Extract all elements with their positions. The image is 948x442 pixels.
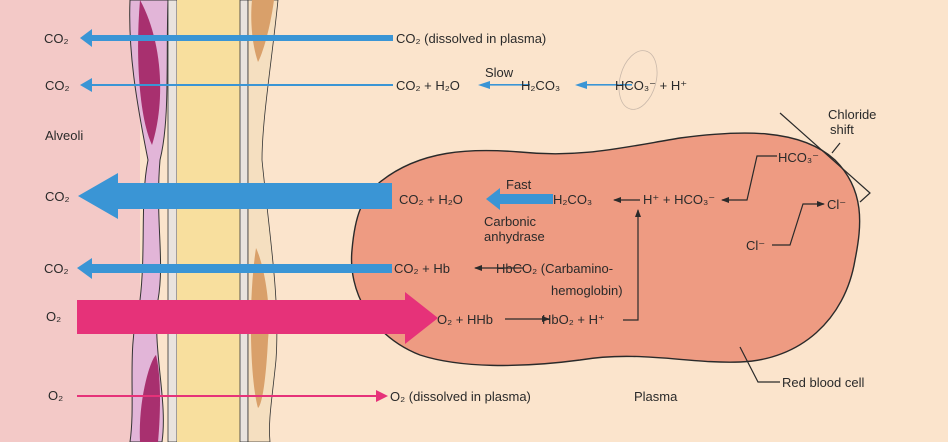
red-blood-cell-shape: [350, 132, 861, 367]
chloride-entry-line: [772, 201, 825, 246]
endothelial-nucleus: [251, 0, 274, 62]
label-o2-1: O₂: [46, 309, 61, 324]
plasma-label: Plasma: [634, 389, 678, 404]
alveolar-cell-nucleus: [139, 355, 160, 442]
slow-products-text: CO₂ + H₂O: [396, 78, 460, 93]
carbamino-reactant-line2: hemoglobin): [551, 283, 623, 298]
label-co2-3: CO₂: [45, 189, 70, 204]
red-blood-cell-label: Red blood cell: [782, 375, 864, 390]
oxyhemoglobin-reactants-text: O₂ + HHb: [437, 312, 493, 327]
o2-hemoglobin-big-arrow: [77, 292, 438, 344]
o2-dissolved-arrow: [77, 390, 388, 402]
co2-dissolved-arrow: [80, 29, 393, 47]
oxyhemoglobin-products-text: HbO₂ + H⁺: [542, 312, 605, 327]
basement-membrane: [167, 0, 178, 442]
co2-slow-arrow: [80, 78, 393, 92]
chloride-shift-label-line2: shift: [830, 122, 854, 137]
enzyme-label-line2: anhydrase: [484, 229, 545, 244]
fast-products-text: CO₂ + H₂O: [399, 192, 463, 207]
carbamino-reactant-text: HbCO₂ (Carbamino-: [496, 261, 613, 276]
chloride-shift-label-line1: Chloride: [828, 107, 876, 122]
o2-dissolved-text: O₂ (dissolved in plasma): [390, 389, 531, 404]
fast-reaction-arrow: [486, 188, 553, 210]
chloride-shift-bracket: [779, 112, 871, 203]
fast-h2co3-text: H₂CO₃: [553, 192, 592, 207]
label-co2-1: CO₂: [44, 31, 69, 46]
chloride-shift-tick: [831, 142, 841, 154]
pencil-scribble: [618, 50, 658, 110]
carbamino-products-text: CO₂ + Hb: [394, 261, 450, 276]
cl-out-text: Cl⁻: [827, 197, 846, 212]
interstitial-space: [177, 0, 240, 442]
rbc-leader-line: [739, 346, 780, 383]
h-ion-flow-line: [623, 209, 641, 321]
co2-fast-big-arrow: [78, 173, 392, 219]
enzyme-label-line1: Carbonic: [484, 214, 537, 229]
slow-label: Slow: [485, 65, 514, 80]
label-o2-2: O₂: [48, 388, 63, 403]
label-co2-4: CO₂: [44, 261, 69, 276]
hco3-exit-line: [721, 155, 777, 203]
slow-h2co3-text: H₂CO₃: [521, 78, 560, 93]
label-alveoli: Alveoli: [45, 128, 83, 143]
cl-in-text: Cl⁻: [746, 238, 765, 253]
hco3-out-text: HCO₃⁻: [778, 150, 819, 165]
fast-label: Fast: [506, 177, 532, 192]
label-co2-2: CO₂: [45, 78, 70, 93]
capillary-basement-membrane: [239, 0, 249, 442]
co2-dissolved-text: CO₂ (dissolved in plasma): [396, 31, 546, 46]
co2-carbamino-arrow: [77, 258, 392, 279]
hco3-to-h2co3-slow-arrow: [575, 81, 632, 89]
slow-reaction-arrow: [478, 81, 530, 89]
fast-reactants-text: H⁺ + HCO₃⁻: [643, 192, 715, 207]
slow-reactants-text: HCO₃⁻ + H⁺: [615, 78, 687, 93]
alveoli-region: [0, 0, 140, 442]
